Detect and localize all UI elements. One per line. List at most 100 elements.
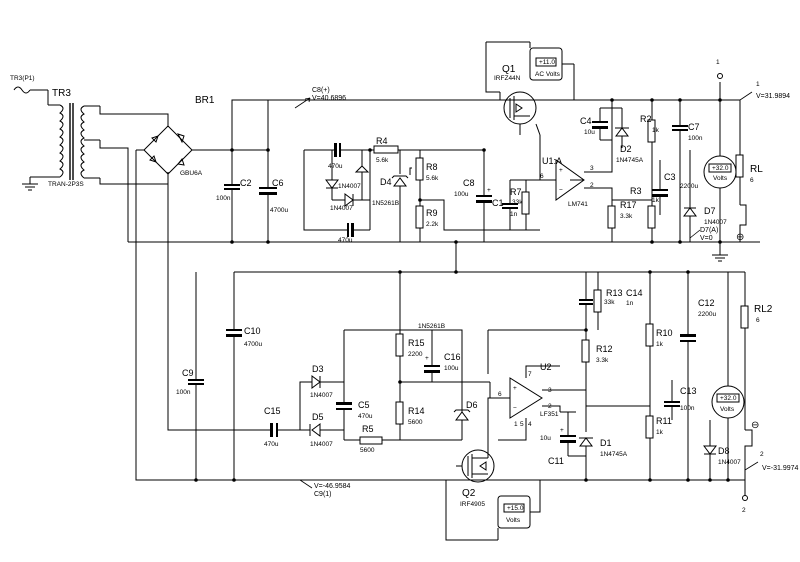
capacitor-c7: C7 100n [672,100,703,242]
tr3-label: TR3 [52,88,71,99]
svg-text:R8: R8 [426,162,438,172]
svg-text:LM741: LM741 [568,201,588,208]
meter-q1: +11.0 AC Volts [529,47,563,81]
ground-terminal-icon: ⊖ [736,232,744,243]
diode-d8: D8 1N4007 [703,420,741,480]
capacitor-c4: C4 10u [580,108,608,140]
svg-text:+: + [487,187,491,194]
svg-text:4700u: 4700u [270,207,288,214]
resistor-rl2: RL2 6 [740,272,773,430]
svg-text:R7: R7 [510,187,522,197]
resistor-r13: R13 33k [593,272,623,330]
ac-source-icon [13,86,31,94]
mosfet-q2: Q2 IRF4905 [460,449,495,508]
svg-text:100u: 100u [444,365,459,372]
svg-text:5.6k: 5.6k [376,157,389,164]
svg-text:1N4745A: 1N4745A [616,157,644,164]
capacitor-470u-upper: 470u [304,143,354,170]
svg-text:5600: 5600 [360,447,375,454]
svg-text:V=0: V=0 [700,235,713,242]
svg-text:7: 7 [528,371,532,378]
svg-text:+32.0: +32.0 [720,395,737,402]
svg-text:IRFZ44N: IRFZ44N [494,75,521,82]
svg-text:C8: C8 [463,178,475,188]
probe-d7: D7(A) V=0 [689,227,718,242]
svg-text:Volts: Volts [713,175,728,182]
svg-text:470u: 470u [358,413,373,420]
svg-text:−: − [513,405,517,412]
svg-text:U1:A: U1:A [542,156,562,166]
svg-text:R15: R15 [408,338,425,348]
capacitor-c10: C10 4700u [226,272,262,480]
svg-text:R14: R14 [408,406,425,416]
svg-text:5: 5 [520,421,524,428]
capacitor-c15: C15 470u [262,406,300,448]
svg-text:R17: R17 [620,200,637,210]
diode-d5: D5 1N4007 [300,412,344,448]
svg-text:1N4007: 1N4007 [330,205,353,212]
diode-1n4007-mid: 1N4007 [325,150,361,200]
svg-text:+: + [559,167,563,174]
probe-node1: 1 V=31.9894 [739,81,790,101]
svg-text:V=31.9894: V=31.9894 [756,93,790,100]
svg-text:R2: R2 [640,114,652,124]
terminal-1-icon [717,73,723,79]
svg-text:C11: C11 [548,456,564,466]
svg-text:1N4007: 1N4007 [704,219,727,226]
br1-model-label: GBU6A [180,170,203,177]
svg-text:+11.0: +11.0 [539,59,555,66]
svg-text:4: 4 [528,421,532,428]
svg-text:1N4745A: 1N4745A [600,451,628,458]
svg-text:3.3k: 3.3k [620,213,633,220]
svg-text:RL: RL [750,164,763,175]
svg-text:Q2: Q2 [462,488,476,499]
svg-text:R5: R5 [362,424,374,434]
zener-d6: D6 1N5261B [418,323,478,440]
resistor-r4: R4 5.6k [354,136,420,164]
svg-text:−: − [559,187,563,194]
svg-text:D2: D2 [620,144,632,154]
svg-text:2200u: 2200u [680,183,698,190]
svg-text:6: 6 [498,391,502,398]
svg-text:1N5261B: 1N5261B [372,200,399,207]
capacitor-c13: C13 100n [664,380,697,420]
resistor-r2: R2 1k [640,100,660,200]
resistor-r11: R11 1k [645,412,672,480]
br1-label: BR1 [195,95,215,106]
svg-text:C13: C13 [680,386,697,396]
resistor-r17: R17 3.3k [607,200,637,242]
svg-text:V=40.6896: V=40.6896 [312,95,346,102]
svg-text:AC Volts: AC Volts [535,71,561,78]
capacitor-c11: C11 10u + [540,412,576,466]
svg-text:100n: 100n [176,389,191,396]
svg-text:470u: 470u [264,441,279,448]
svg-text:470u: 470u [328,163,343,170]
svg-text:V=-31.9974: V=-31.9974 [762,465,798,472]
svg-text:1N5261B: 1N5261B [418,323,445,330]
svg-text:6: 6 [750,177,754,184]
svg-text:+: + [425,355,429,362]
capacitor-c3: C3 2200u [652,160,698,215]
zener-d1: D1 1N4745A [579,437,628,480]
svg-text:6: 6 [540,173,544,180]
svg-text:100n: 100n [688,135,703,142]
svg-text:D5: D5 [312,412,324,422]
resistor-rl: RL 6 [735,100,763,205]
svg-text:4700u: 4700u [244,341,262,348]
svg-text:+32.0: +32.0 [712,165,729,172]
svg-text:10u: 10u [584,129,595,136]
svg-text:D7: D7 [704,206,716,216]
svg-text:1k: 1k [652,197,660,204]
svg-text:C9(1): C9(1) [314,491,332,498]
svg-text:2: 2 [742,507,746,514]
svg-text:3: 3 [590,165,594,172]
resistor-r15: R15 2200 [395,272,425,382]
svg-text:Q1: Q1 [502,64,516,75]
resistor-r10: R10 1k [645,272,673,412]
tr3-model-label: TRAN-2P3S [48,181,84,188]
resistor-r7: R7 33k [510,180,530,230]
svg-text:1n: 1n [510,211,518,218]
svg-text:1N4007: 1N4007 [718,459,741,466]
svg-text:R13: R13 [606,288,623,298]
